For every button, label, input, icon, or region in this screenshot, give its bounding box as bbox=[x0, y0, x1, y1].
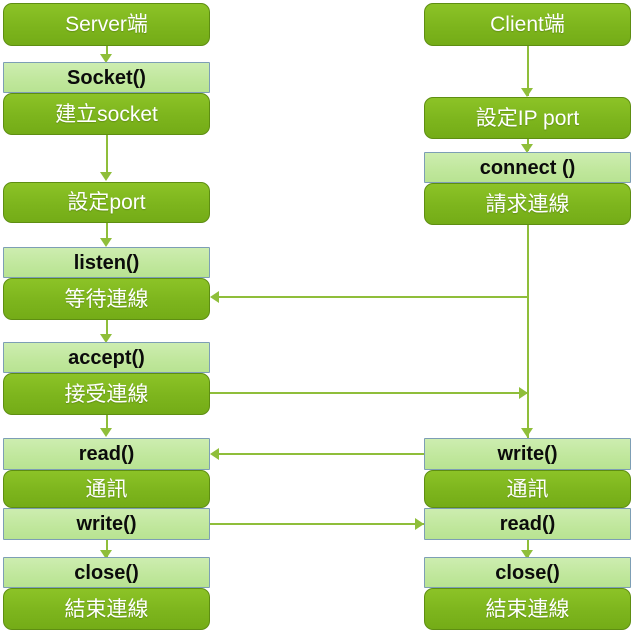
server-setport-box[interactable]: 設定port bbox=[3, 182, 210, 223]
server-listen-call-box[interactable]: listen() bbox=[3, 247, 210, 278]
connector-write-to-close-server bbox=[106, 540, 108, 558]
client-connect-call-box[interactable]: connect () bbox=[424, 152, 631, 183]
arrow-down-icon bbox=[100, 54, 112, 63]
server-comm-box[interactable]: 通訊 bbox=[3, 470, 210, 508]
server-write-call-box[interactable]: write() bbox=[3, 508, 210, 540]
server-socket-call-box[interactable]: Socket() bbox=[3, 62, 210, 93]
client-comm-box[interactable]: 通訊 bbox=[424, 470, 631, 508]
client-close-desc-box[interactable]: 結束連線 bbox=[424, 588, 631, 630]
arrow-down-icon bbox=[521, 428, 533, 437]
server-header-box[interactable]: Server端 bbox=[3, 3, 210, 46]
server-close-call-box[interactable]: close() bbox=[3, 557, 210, 588]
arrow-left-icon bbox=[210, 291, 219, 303]
arrow-down-icon bbox=[100, 428, 112, 437]
arrow-down-icon bbox=[521, 144, 533, 153]
connector-connect-to-listen-wait bbox=[213, 296, 528, 298]
arrow-down-icon bbox=[100, 334, 112, 343]
connector-setport-to-listen bbox=[106, 223, 108, 243]
client-close-call-box[interactable]: close() bbox=[424, 557, 631, 588]
arrow-right-icon bbox=[415, 518, 424, 530]
server-accept-desc-box[interactable]: 接受連線 bbox=[3, 373, 210, 415]
connector-client-write-to-server-read bbox=[213, 453, 424, 455]
arrow-left-icon bbox=[210, 448, 219, 460]
client-setip-box[interactable]: 設定IP port bbox=[424, 97, 631, 139]
client-read-call-box[interactable]: read() bbox=[424, 508, 631, 540]
arrow-right-icon bbox=[519, 387, 528, 399]
server-close-desc-box[interactable]: 結束連線 bbox=[3, 588, 210, 630]
connector-listen-to-accept bbox=[106, 320, 108, 340]
client-header-box[interactable]: Client端 bbox=[424, 3, 631, 46]
server-accept-call-box[interactable]: accept() bbox=[3, 342, 210, 373]
client-write-call-box[interactable]: write() bbox=[424, 438, 631, 470]
connector-server-header-to-socket bbox=[106, 46, 108, 60]
connector-socket-to-setport bbox=[106, 135, 108, 177]
arrow-down-icon bbox=[100, 550, 112, 559]
connector-client-trunk bbox=[527, 225, 529, 438]
server-socket-desc-box[interactable]: 建立socket bbox=[3, 93, 210, 135]
connector-server-write-to-client-read bbox=[210, 523, 424, 525]
arrow-down-icon bbox=[100, 172, 112, 181]
connector-accept-to-client bbox=[210, 392, 528, 394]
server-read-call-box[interactable]: read() bbox=[3, 438, 210, 470]
connector-accept-to-read bbox=[106, 415, 108, 434]
arrow-down-icon bbox=[521, 88, 533, 97]
arrow-down-icon bbox=[100, 238, 112, 247]
server-listen-desc-box[interactable]: 等待連線 bbox=[3, 278, 210, 320]
client-connect-desc-box[interactable]: 請求連線 bbox=[424, 183, 631, 225]
arrow-down-icon bbox=[521, 550, 533, 559]
connector-client-header-to-setip bbox=[527, 46, 529, 96]
connector-read-to-close-client bbox=[527, 540, 529, 558]
